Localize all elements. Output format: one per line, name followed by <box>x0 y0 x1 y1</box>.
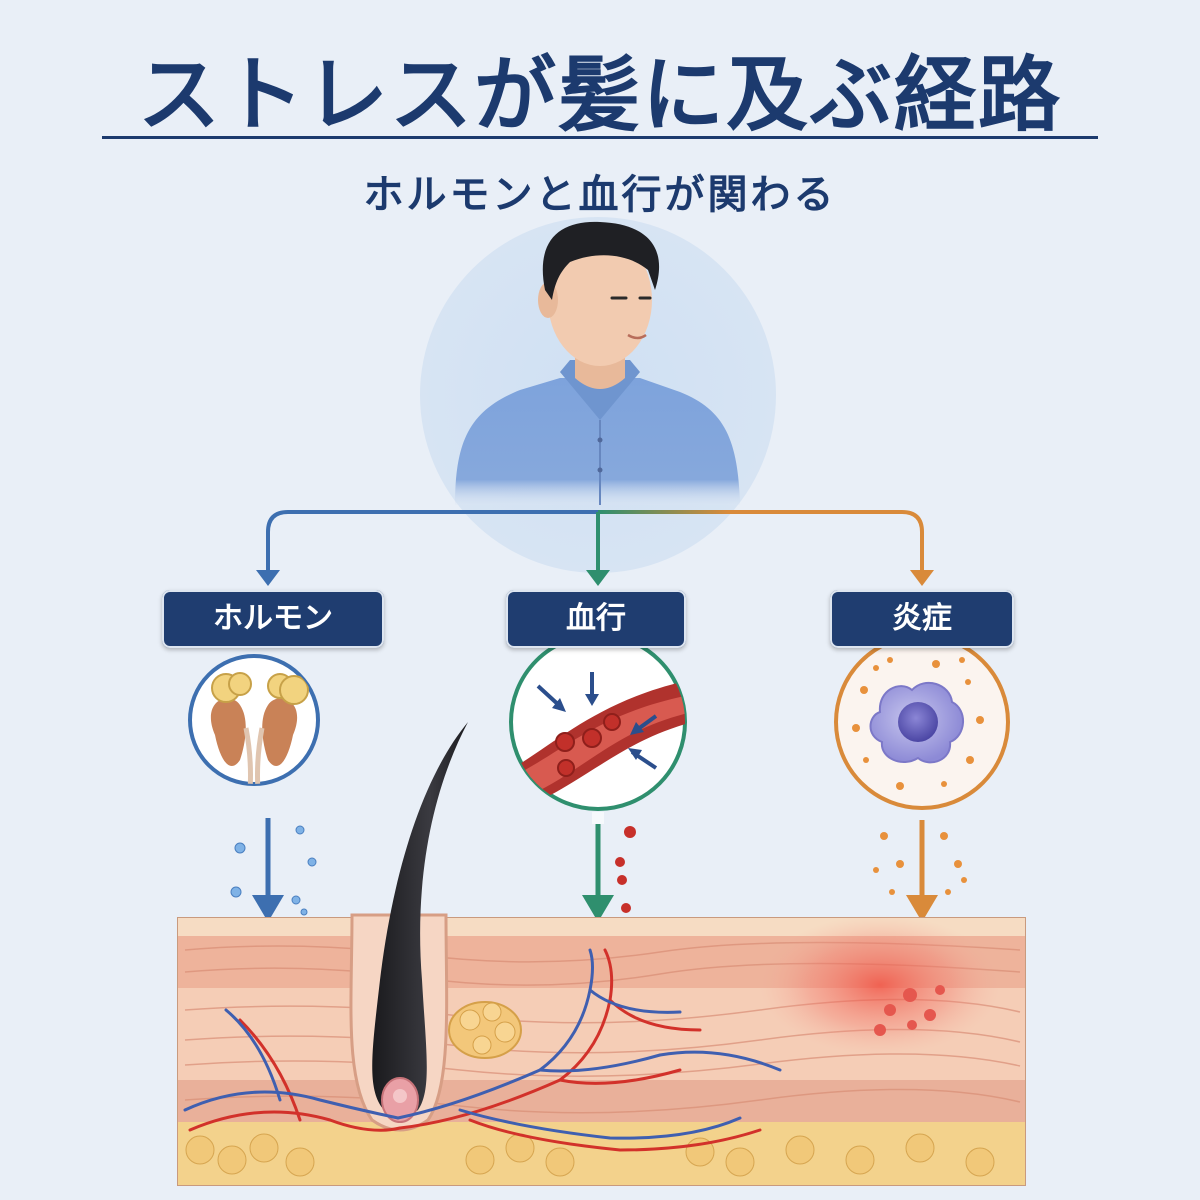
hormone-flow-arrow <box>230 818 317 922</box>
pathway-connectors <box>256 510 934 586</box>
inflamed-area <box>760 915 1000 1055</box>
hair-follicle <box>349 722 522 1132</box>
page-subtitle: ホルモンと血行が関わる <box>363 172 837 218</box>
category-blood-flow: 血行 <box>506 590 686 648</box>
blood-vessel-icon <box>509 633 687 811</box>
shirt <box>455 378 740 505</box>
face <box>548 234 652 366</box>
page-title: ストレスが髪に及ぶ経路 <box>137 48 1062 143</box>
skin-blood-vessels <box>183 948 782 1152</box>
skin-cross-section <box>177 915 1026 1186</box>
immune-cell-icon <box>834 634 1010 810</box>
hair-shaft <box>372 722 468 1118</box>
title-divider <box>102 136 1098 139</box>
inflammation-dots <box>874 985 945 1036</box>
category-hormone: ホルモン <box>162 590 384 648</box>
adrenal-kidney-icon <box>188 654 320 786</box>
category-inflammation: 炎症 <box>830 590 1014 648</box>
man-hair <box>542 221 660 300</box>
inflammation-flow-arrow <box>873 820 967 922</box>
stressed-man-figure <box>420 217 776 573</box>
